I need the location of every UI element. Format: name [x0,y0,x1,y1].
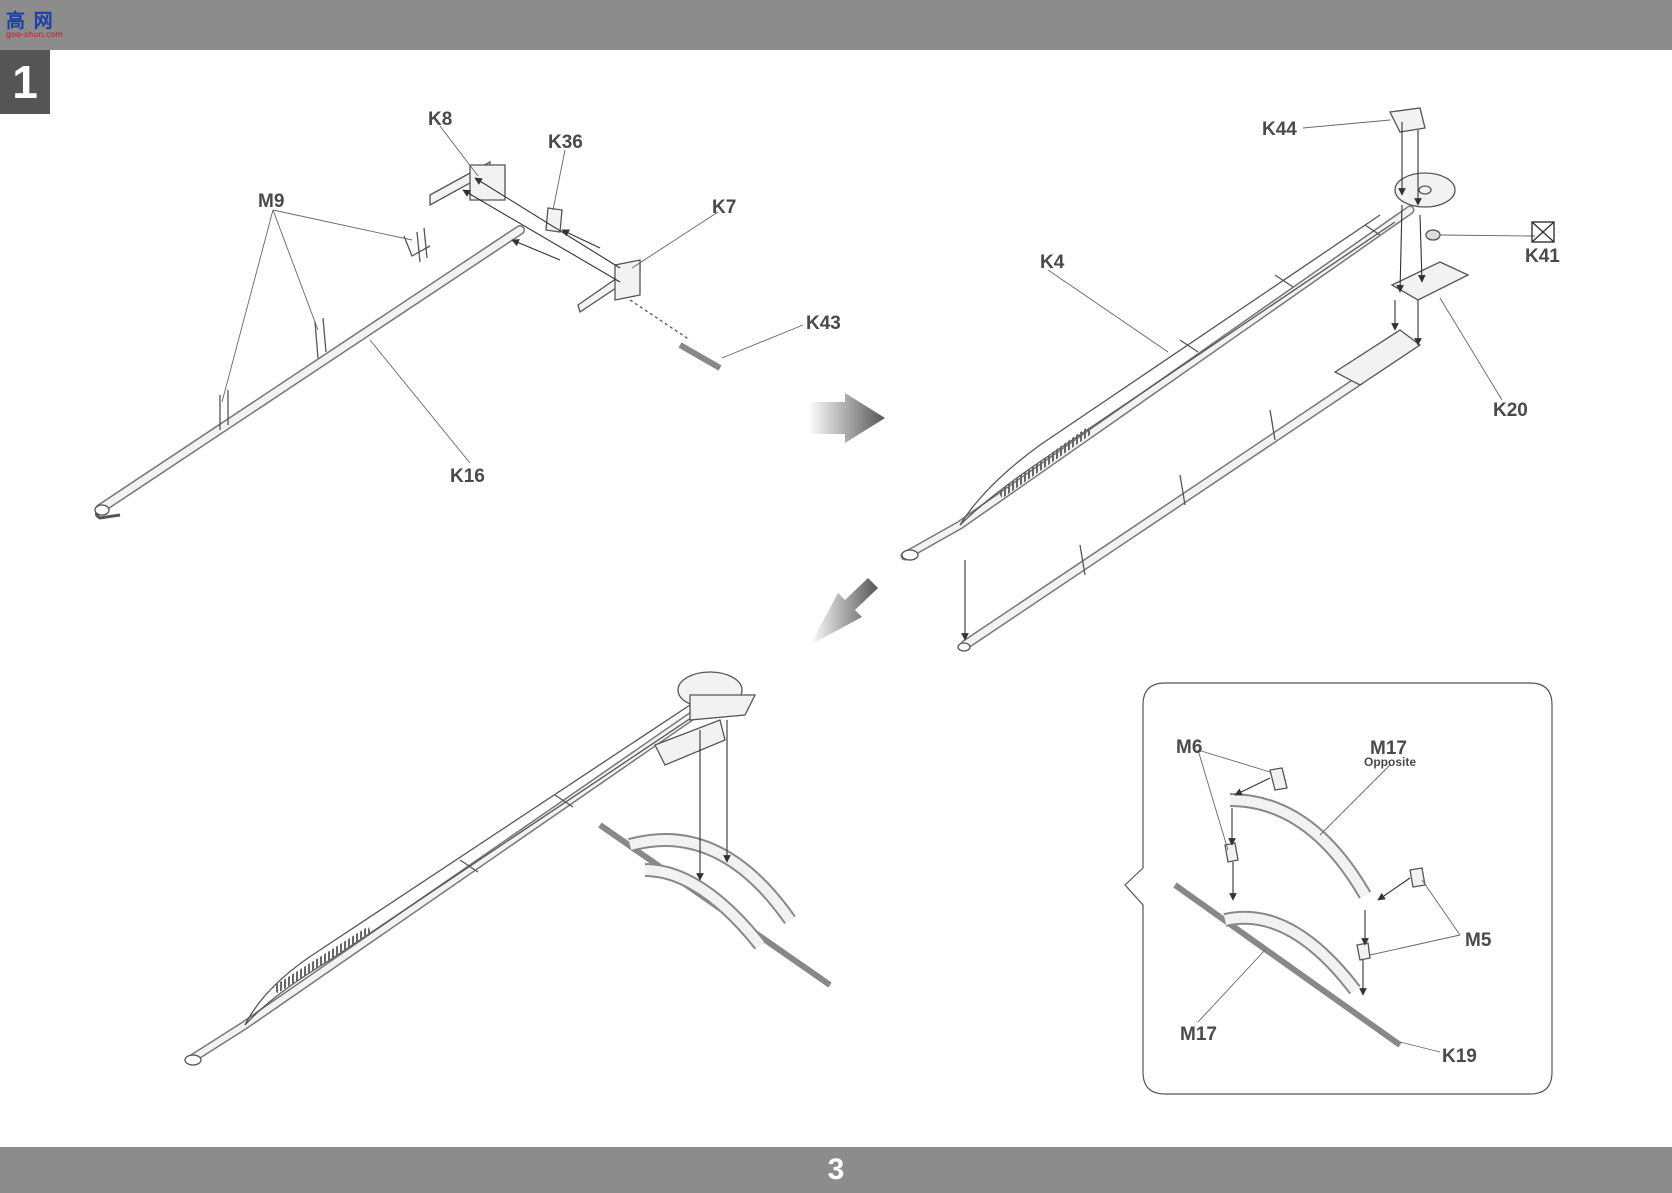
callout-k41: K41 [1525,246,1560,267]
callout-k44: K44 [1262,119,1297,140]
logo-text: 高 网 [6,10,54,32]
callout-opposite: Opposite [1364,755,1416,769]
callout-m9: M9 [258,191,284,212]
site-logo: 高 网 goo-shun.com [6,6,70,40]
callout-m6: M6 [1176,737,1202,758]
callout-k36: K36 [548,132,583,153]
header-bar [0,0,1672,50]
inset-parts [1173,749,1461,1053]
inset-detail-box [1124,682,1553,1095]
callout-k20: K20 [1493,400,1528,421]
logo-subtext: goo-shun.com [6,30,63,39]
step-number: 1 [0,50,50,114]
callout-k7: K7 [712,197,736,218]
crossed-box-icon [1531,221,1555,243]
callout-m17-bottom: M17 [1180,1024,1217,1045]
callout-m17-top: M17 [1370,738,1407,759]
section-parts-k16-assembly [94,125,804,520]
callout-k4: K4 [1040,252,1065,273]
callout-k19: K19 [1442,1046,1477,1067]
footer-bar [0,1147,1672,1193]
page-number: 3 [827,1153,845,1186]
callout-k8: K8 [428,109,452,130]
arrow-right-icon [808,393,885,443]
section-full-assembly [184,671,832,1066]
callout-m5: M5 [1465,930,1492,951]
callout-k43: K43 [806,313,841,334]
section-parts-k4-assembly [900,107,1536,652]
callout-k16: K16 [450,466,485,487]
arrow-down-left-icon [810,578,878,645]
